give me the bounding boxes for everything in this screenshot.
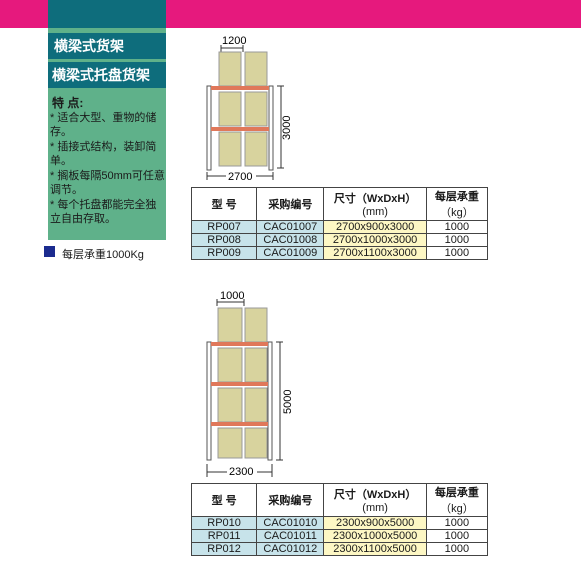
table-cell: 2700x1100x3000 <box>323 246 427 260</box>
rack-1-height-label: 3000 <box>281 116 293 140</box>
table-cell: CAC01009 <box>256 246 325 260</box>
features-label: 特 点: <box>52 96 84 110</box>
table-cell: 2300x900x5000 <box>323 516 427 530</box>
table-cell: RP011 <box>190 529 258 543</box>
table-cell: 2300x1000x5000 <box>323 529 427 543</box>
feature-item: * 每个托盘都能完全独立自由存取。 <box>50 199 157 225</box>
features-list: * 适合大型、重物的储存。 * 插接式结构，装卸简单。 * 搁板每隔50mm可任… <box>50 111 166 227</box>
header-code: 采购编号 <box>256 187 325 221</box>
table-cell: RP007 <box>190 220 258 234</box>
table-cell: 2300x1100x5000 <box>323 542 427 556</box>
table-cell: CAC01008 <box>256 233 325 247</box>
header-load: 每层承重（kg） <box>425 187 489 221</box>
rack-1-diagram: 1200 3000 2700 <box>206 35 293 183</box>
feature-item: * 插接式结构，装卸简单。 <box>50 141 157 167</box>
header-load: 每层承重（kg） <box>425 483 489 517</box>
table-cell: 1000 <box>425 220 489 234</box>
table-cell: CAC01007 <box>256 220 325 234</box>
header-code: 采购编号 <box>256 483 325 517</box>
header-size: 尺寸（WxDxH）(mm) <box>323 483 427 517</box>
table-cell: 1000 <box>425 516 489 530</box>
rack-1-width-label: 2700 <box>228 171 252 183</box>
header-model: 型 号 <box>190 483 258 517</box>
rack-2-diagram: 1000 5000 2300 <box>206 290 294 478</box>
feature-item: * 搁板每隔50mm可任意调节。 <box>50 170 165 196</box>
rack-2-width-label: 2300 <box>229 466 253 478</box>
table-cell: CAC01012 <box>256 542 325 556</box>
table-cell: RP012 <box>190 542 258 556</box>
table-cell: RP009 <box>190 246 258 260</box>
table-cell: 1000 <box>425 542 489 556</box>
table-cell: 2700x900x3000 <box>323 220 427 234</box>
page-subtitle: 横梁式托盘货架 <box>48 62 166 88</box>
top-banner-accent <box>48 0 166 28</box>
table-cell: 1000 <box>425 529 489 543</box>
table-cell: CAC01010 <box>256 516 325 530</box>
rack-2-depth-label: 1000 <box>220 290 244 302</box>
table-cell: CAC01011 <box>256 529 325 543</box>
table-cell: 1000 <box>425 246 489 260</box>
header-model: 型 号 <box>190 187 258 221</box>
header-size: 尺寸（WxDxH）(mm) <box>323 187 427 221</box>
table-cell: RP010 <box>190 516 258 530</box>
table-cell: 1000 <box>425 233 489 247</box>
rack-1-depth-label: 1200 <box>222 35 246 47</box>
feature-item: * 适合大型、重物的储存。 <box>50 112 157 138</box>
table-cell: 2700x1000x3000 <box>323 233 427 247</box>
rack-2-height-label: 5000 <box>282 390 294 414</box>
legend-swatch <box>44 246 55 257</box>
legend-label: 每层承重1000Kg <box>62 249 144 261</box>
table-cell: RP008 <box>190 233 258 247</box>
page-title: 横梁式货架 <box>48 33 166 59</box>
